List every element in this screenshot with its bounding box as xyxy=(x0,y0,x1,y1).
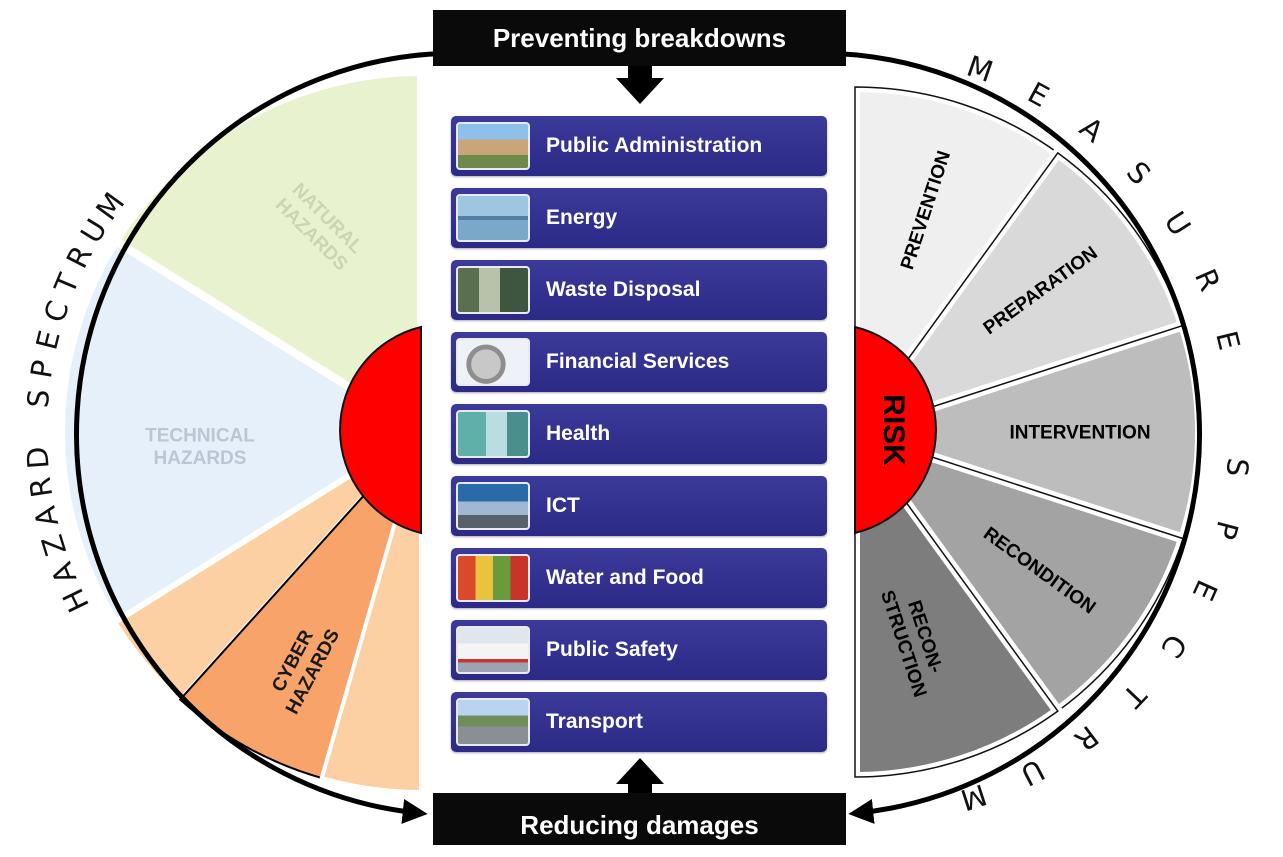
measure-spectrum: PREVENTIONPREPARATIONINTERVENTIONRECONDI… xyxy=(815,49,1256,824)
sector-item-financial-services: Financial Services xyxy=(451,332,827,392)
sector-label: Public Administration xyxy=(546,134,763,157)
down-arrow-icon xyxy=(616,64,664,104)
intervention-label: INTERVENTION xyxy=(1009,423,1150,444)
produce-market-photo-icon xyxy=(456,554,530,602)
hazard-spectrum-letter: R xyxy=(60,240,99,273)
highway-photo-icon xyxy=(456,698,530,746)
preventing-breakdowns-banner: Preventing breakdowns xyxy=(433,10,846,66)
measure-spectrum-letter: E xyxy=(1209,327,1246,353)
sector-item-health: Health xyxy=(451,404,827,464)
police-car-photo-icon xyxy=(456,626,530,674)
hazard-spectrum-letter: C xyxy=(37,297,76,327)
hazard-spectrum-letter: T xyxy=(47,269,86,300)
up-arrow-icon xyxy=(616,758,664,796)
measure-spectrum-letter: S xyxy=(1120,155,1158,192)
sector-label: Water and Food xyxy=(546,566,704,589)
measure-spectrum-letter: E xyxy=(1022,75,1054,114)
measure-spectrum-letter: R xyxy=(1068,719,1105,758)
intervention-label-line: INTERVENTION xyxy=(1009,423,1150,444)
hazard-spectrum-letter: D xyxy=(20,446,55,471)
right-risk-label: RISK xyxy=(877,394,910,466)
hazard-spectrum-letter: S xyxy=(21,388,56,409)
left-risk-semicircle xyxy=(339,325,422,535)
measure-spectrum-arrow xyxy=(815,50,1202,824)
sector-item-transport: Transport xyxy=(451,692,827,752)
hazard-spectrum-letter: A xyxy=(28,503,66,530)
sector-label: Financial Services xyxy=(546,350,730,373)
hazard-spectrum-letter: R xyxy=(23,475,60,500)
measure-spectrum-letter: M xyxy=(957,777,991,817)
sector-label: Waste Disposal xyxy=(546,278,701,301)
surgery-photo-icon xyxy=(456,410,530,458)
sector-item-ict: ICT xyxy=(451,476,827,536)
sector-label: Health xyxy=(546,422,611,445)
right-risk-semicircle xyxy=(854,325,937,535)
sector-item-public-administration: Public Administration xyxy=(451,116,827,176)
sector-label: ICT xyxy=(546,494,580,517)
reducing-damages-banner: Reducing damages xyxy=(433,793,846,845)
hazard-spectrum-letter: E xyxy=(29,327,66,353)
data-center-photo-icon xyxy=(456,482,530,530)
coins-photo-icon xyxy=(456,338,530,386)
measure-spectrum-letter: A xyxy=(1073,110,1110,149)
hazard-spectrum-letter: A xyxy=(44,558,83,589)
hazard-spectrum-arrow xyxy=(74,50,461,824)
garbage-truck-photo-icon xyxy=(456,266,530,314)
flow-arrows xyxy=(616,64,664,796)
measure-spectrum-letter: P xyxy=(1208,517,1245,543)
sector-label: Energy xyxy=(546,206,618,229)
measure-spectrum-letter: C xyxy=(1154,628,1194,664)
hazard-spectrum-letter: Z xyxy=(35,531,73,560)
sector-item-water-and-food: Water and Food xyxy=(451,548,827,608)
technical-hazards-sector xyxy=(57,235,429,629)
technical-hazards-label-line: TECHNICAL xyxy=(145,425,255,446)
building-photo-icon xyxy=(456,122,530,170)
measure-spectrum-letter: R xyxy=(1188,264,1227,296)
measure-spectrum-letter: T xyxy=(1115,677,1153,714)
hazard-spectrum-letter: H xyxy=(56,583,96,618)
sector-item-energy: Energy xyxy=(451,188,827,248)
reconstruction-sector-outline xyxy=(854,429,1059,778)
hazard-spectrum-letter: P xyxy=(24,358,60,381)
power-lines-photo-icon xyxy=(456,194,530,242)
sector-label: Transport xyxy=(546,710,643,733)
measure-spectrum-letter: E xyxy=(1186,575,1225,606)
measure-spectrum-letter: U xyxy=(1157,205,1197,241)
measure-spectrum-letter: S xyxy=(1220,457,1256,478)
sector-label: Public Safety xyxy=(546,638,678,661)
technical-hazards-label-line: HAZARDS xyxy=(154,448,247,469)
sector-item-waste-disposal: Waste Disposal xyxy=(451,260,827,320)
sector-item-public-safety: Public Safety xyxy=(451,620,827,680)
